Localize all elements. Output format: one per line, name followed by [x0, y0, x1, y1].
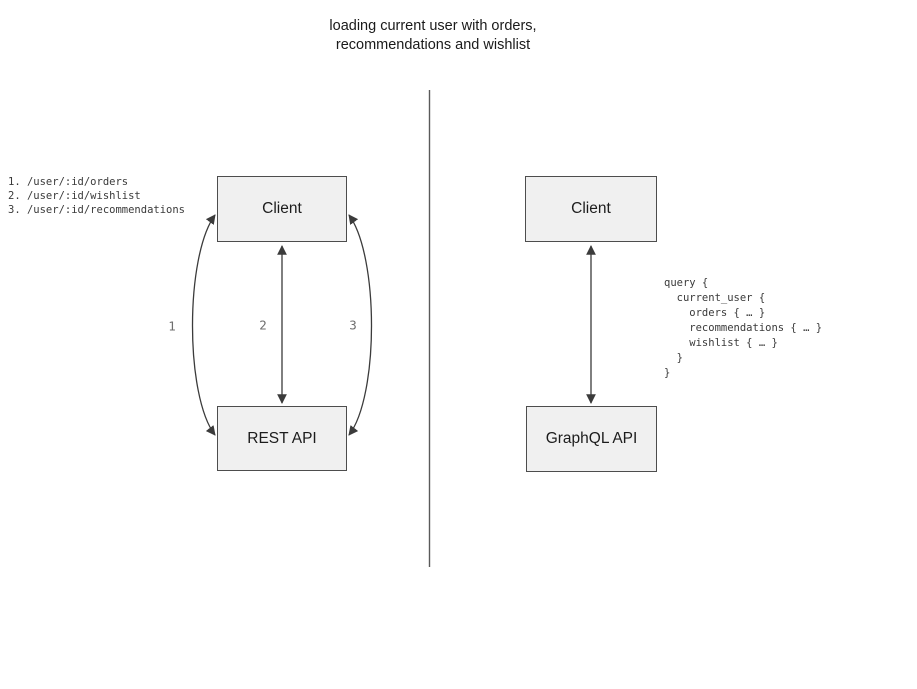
diagram-title: loading current user with orders, recomm… [329, 18, 537, 53]
graphql-query-code: query { current_user { orders { … } reco… [664, 277, 823, 379]
client-box-rest-label: Client [262, 200, 302, 217]
rest-api-box: REST API [217, 406, 347, 471]
client-box-graphql: Client [525, 176, 657, 242]
rest-arrow-3 [348, 214, 373, 436]
edge-label-2: 2 [259, 317, 267, 333]
graphql-api-box-label: GraphQL API [545, 430, 638, 447]
edge-label-1: 1 [168, 318, 176, 334]
rest-endpoints-list: 1. /user/:id/orders 2. /user/:id/wishlis… [8, 176, 186, 216]
client-box-graphql-label: Client [571, 200, 611, 217]
graphql-api-box: GraphQL API [526, 406, 657, 472]
rest-arrow-1 [191, 214, 216, 436]
rest-api-box-label: REST API [247, 429, 317, 447]
client-box-rest: Client [217, 176, 347, 242]
edge-label-3: 3 [349, 317, 357, 333]
